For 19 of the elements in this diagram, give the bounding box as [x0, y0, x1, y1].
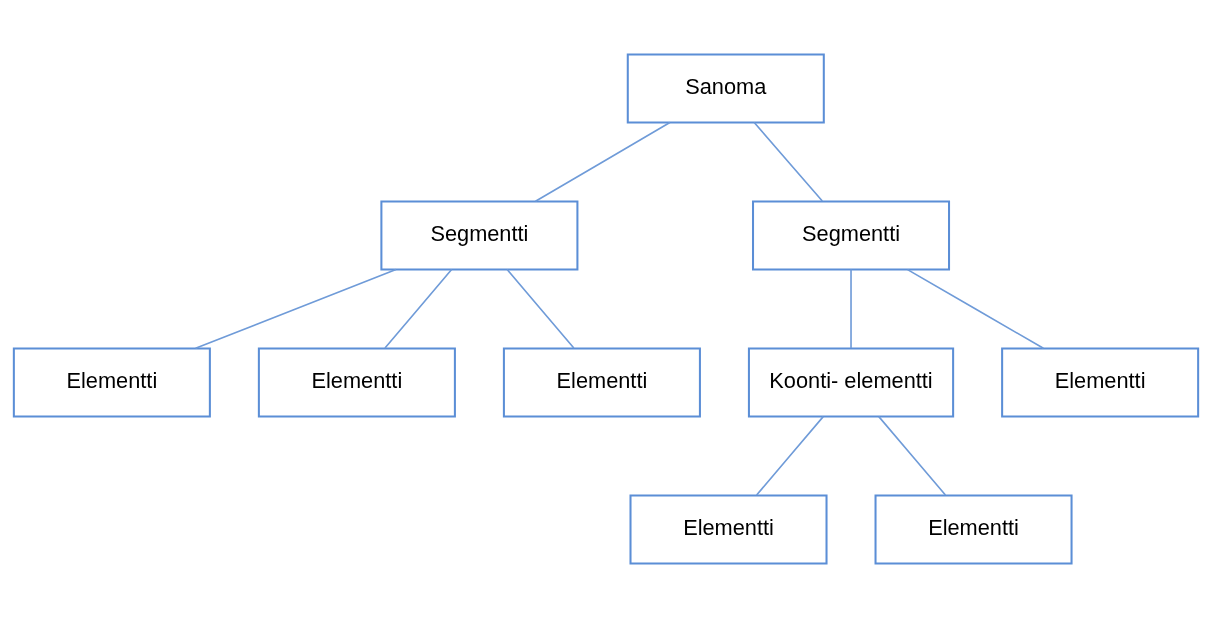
connector [534, 121, 671, 203]
connector [753, 121, 824, 202]
node-box: Elementti [257, 347, 456, 418]
connector [755, 415, 825, 496]
node-box: Elementti [874, 494, 1073, 565]
connector [506, 268, 575, 349]
node-box: Segmentti [380, 200, 579, 271]
connector [850, 268, 852, 349]
connector [384, 268, 453, 349]
node-box: Elementti [629, 494, 828, 565]
connector [906, 268, 1045, 350]
node-box: Elementti [1001, 347, 1200, 418]
node-box: Elementti [502, 347, 701, 418]
node-box: Segmentti [752, 200, 951, 271]
node-box: Koonti- elementti [747, 347, 955, 418]
connector [878, 415, 947, 496]
node-box: Sanoma [626, 53, 825, 124]
connector [194, 268, 397, 350]
node-box: Elementti [12, 347, 211, 418]
